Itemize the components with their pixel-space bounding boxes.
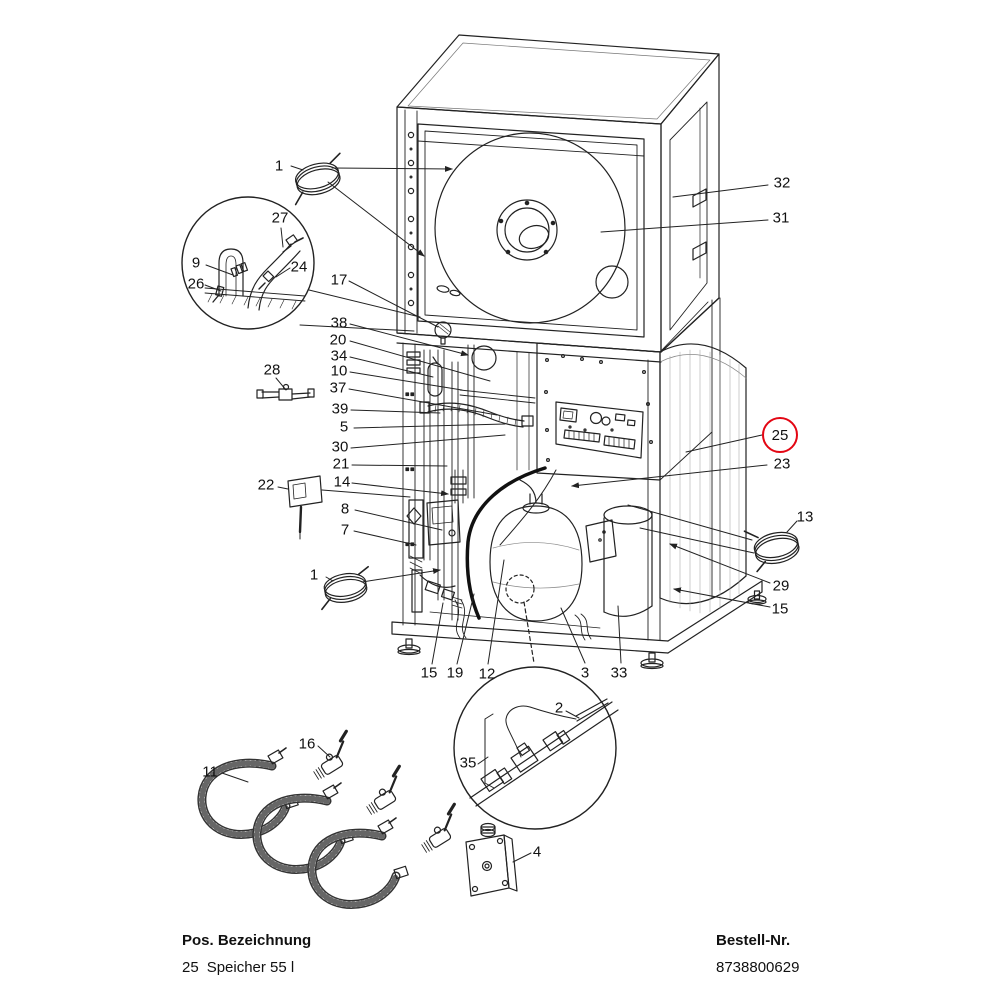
callout-15b: 15 xyxy=(771,600,789,618)
callout-10: 10 xyxy=(330,362,348,380)
callout-26: 26 xyxy=(187,275,205,293)
callout-34: 34 xyxy=(330,347,348,365)
sensor-probe xyxy=(575,698,609,722)
callout-5: 5 xyxy=(339,418,349,436)
callout-28: 28 xyxy=(263,361,281,379)
legend-left-header: Pos. Bezeichnung xyxy=(182,932,312,949)
control-pcb-panel xyxy=(536,301,713,481)
callout-21: 21 xyxy=(332,455,350,473)
callout-8: 8 xyxy=(340,500,350,518)
callout-2: 2 xyxy=(554,699,564,717)
callout-29: 29 xyxy=(772,577,790,595)
round-bulb xyxy=(471,345,497,371)
callout-30: 30 xyxy=(331,438,349,456)
callout-37: 37 xyxy=(329,379,347,397)
callout-9: 9 xyxy=(191,254,201,272)
storage-tank-cylinder xyxy=(659,343,747,614)
callout-12: 12 xyxy=(478,665,496,683)
upper-cabinet xyxy=(396,34,720,363)
filter-dryer xyxy=(427,362,443,397)
detail-circle-sensor-pipes xyxy=(181,196,315,330)
electrical-box xyxy=(465,822,518,897)
angle-valves xyxy=(313,729,456,853)
legend-right: Bestell-Nr. 8738800629 xyxy=(716,932,807,976)
callout-23: 23 xyxy=(773,455,791,473)
legend-left: Pos. Bezeichnung 25 Speicher 55 l xyxy=(182,932,311,976)
coil-hose-lower xyxy=(321,565,369,611)
callout-17: 17 xyxy=(330,271,348,289)
callout-19: 19 xyxy=(446,664,464,682)
callout-16: 16 xyxy=(298,735,316,753)
legend-right-header: Bestell-Nr. xyxy=(716,932,791,949)
callout-25: 25 xyxy=(762,417,798,453)
legend-order-number: 8738800629 xyxy=(716,959,800,976)
callout-38: 38 xyxy=(330,314,348,332)
part-valve-28 xyxy=(256,383,315,401)
coil-hose-top xyxy=(294,152,341,206)
coil-hose-right xyxy=(743,530,800,573)
callout-24: 24 xyxy=(290,258,308,276)
adjustable-feet xyxy=(397,590,767,670)
callout-1b: 1 xyxy=(309,566,319,584)
callout-39: 39 xyxy=(331,400,349,418)
callout-22: 22 xyxy=(257,476,275,494)
heat-pump-module xyxy=(391,297,767,670)
callout-15a: 15 xyxy=(420,664,438,682)
callout-31: 31 xyxy=(772,209,790,227)
callout-4: 4 xyxy=(532,843,542,861)
tank-front xyxy=(434,132,629,324)
callout-35: 35 xyxy=(459,754,477,772)
callout-3: 3 xyxy=(580,664,590,682)
callout-1a: 1 xyxy=(274,157,284,175)
accumulator-cylinder xyxy=(603,505,653,617)
callout-20: 20 xyxy=(329,331,347,349)
callout-11: 11 xyxy=(202,763,218,781)
leader-lines xyxy=(204,165,798,863)
legend-pos-value: 25 xyxy=(182,959,199,976)
part-thermostat-22 xyxy=(287,475,323,540)
callout-33: 33 xyxy=(610,664,628,682)
callout-14: 14 xyxy=(333,473,351,491)
callout-27: 27 xyxy=(271,209,289,227)
callout-32: 32 xyxy=(773,174,791,192)
callout-7: 7 xyxy=(340,521,350,539)
callout-13: 13 xyxy=(796,508,814,526)
detail-circle-valve-capillary xyxy=(453,666,619,830)
legend-description-value: Speicher 55 l xyxy=(206,959,295,976)
compressor xyxy=(489,479,617,664)
flex-hoses xyxy=(197,747,409,909)
